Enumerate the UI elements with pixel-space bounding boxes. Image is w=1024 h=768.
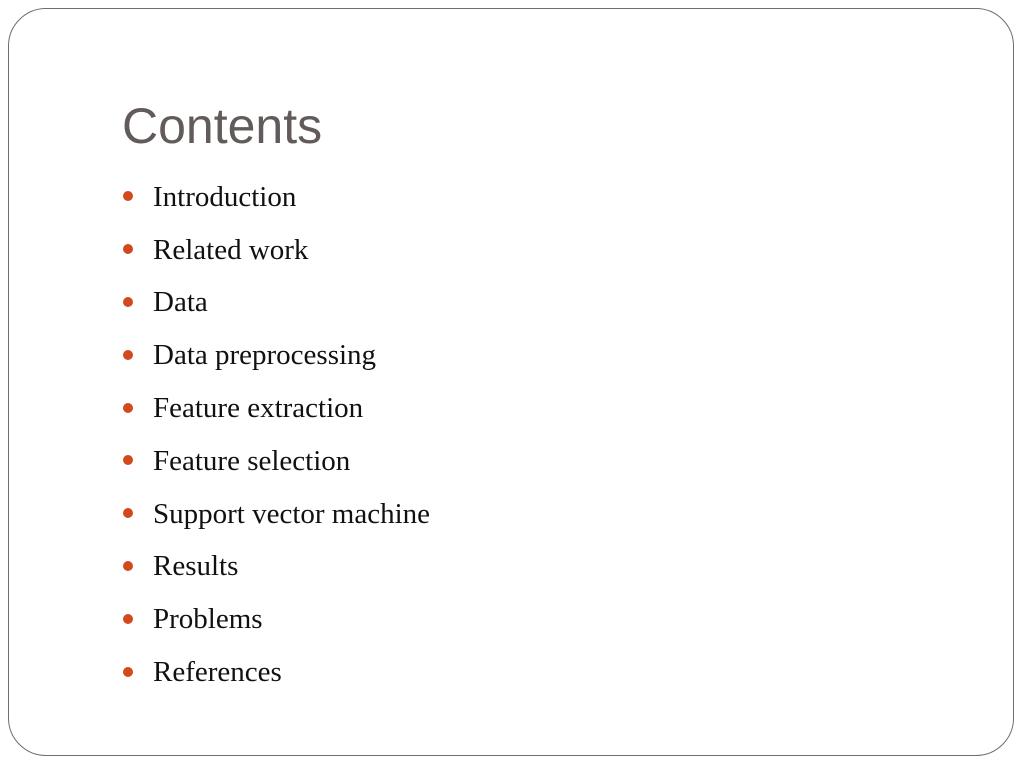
bullet-icon: [123, 455, 133, 466]
list-item-label: Support vector machine: [153, 497, 431, 530]
list-item: Data preprocessing: [123, 329, 430, 382]
list-item-label: Feature extraction: [153, 392, 364, 425]
bullet-icon: [123, 296, 133, 307]
list-item-label: References: [153, 656, 282, 689]
list-item-label: Related work: [153, 233, 309, 266]
list-item: Problems: [123, 593, 430, 646]
list-item-label: Feature selection: [153, 444, 351, 477]
bullet-icon: [123, 349, 133, 360]
list-item-label: Data: [153, 286, 208, 319]
list-item-label: Data preprocessing: [153, 339, 377, 372]
bullet-icon: [123, 613, 133, 624]
list-item: References: [123, 646, 430, 699]
list-item: Introduction: [123, 171, 430, 224]
list-item: Related work: [123, 224, 430, 277]
list-item-label: Results: [153, 550, 239, 583]
contents-list: Introduction Related work Data Data prep…: [123, 171, 430, 699]
slide-frame: Contents Introduction Related work Data …: [8, 8, 1014, 756]
bullet-icon: [123, 244, 133, 255]
bullet-icon: [123, 560, 133, 571]
list-item: Data: [123, 277, 430, 330]
bullet-icon: [123, 191, 133, 202]
list-item: Feature selection: [123, 435, 430, 488]
list-item-label: Problems: [153, 603, 263, 636]
list-item: Results: [123, 541, 430, 594]
bullet-icon: [123, 402, 133, 413]
list-item: Support vector machine: [123, 488, 430, 541]
slide-title: Contents: [122, 98, 323, 154]
list-item: Feature extraction: [123, 382, 430, 435]
bullet-icon: [123, 666, 133, 677]
bullet-icon: [123, 508, 133, 519]
list-item-label: Introduction: [153, 180, 297, 213]
